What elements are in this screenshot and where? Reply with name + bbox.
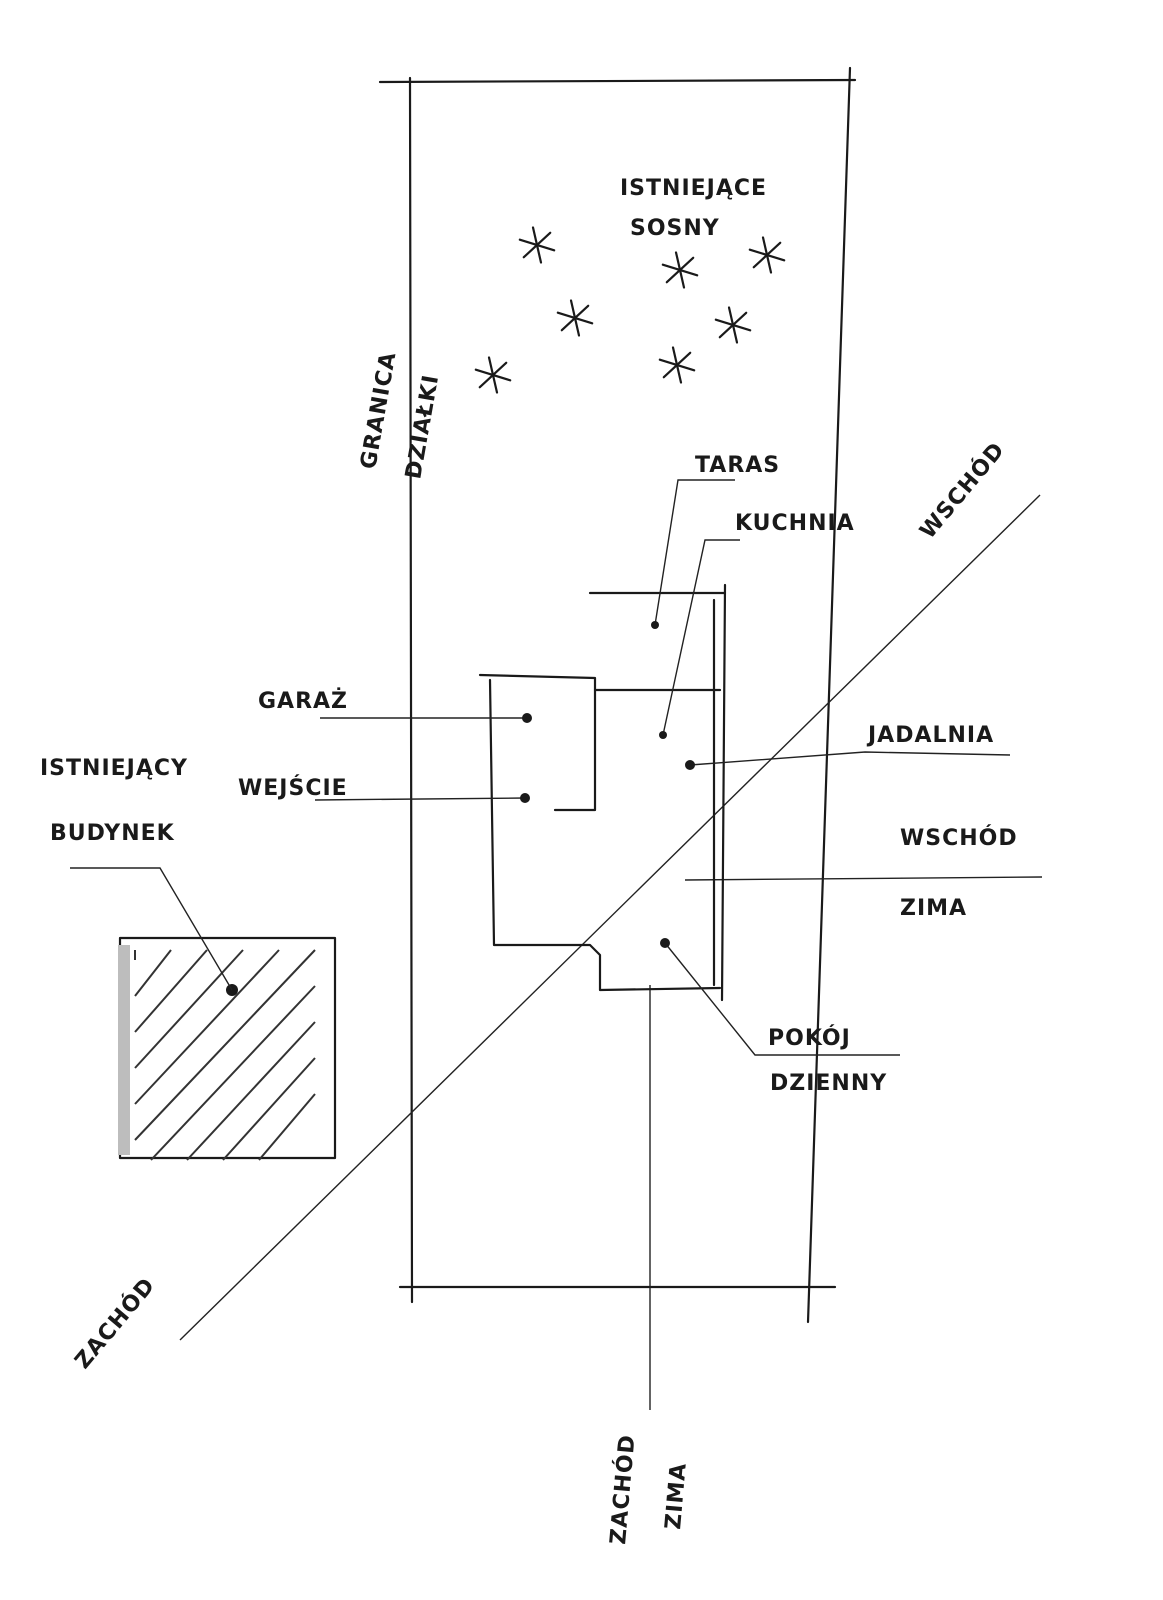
- sun-path-line: [179, 494, 1041, 1341]
- label-dining: JADALNIA: [866, 723, 994, 748]
- label-living-room-2: DZIENNY: [770, 1071, 887, 1096]
- hatch-stroke: [134, 949, 280, 1105]
- label-west-winter-1: ZACHÓD: [605, 1433, 641, 1545]
- pine-tree-icon: [661, 251, 699, 289]
- label-existing-pines-2: SOSNY: [630, 216, 720, 241]
- label-plot-boundary-1: GRANICA: [356, 350, 401, 471]
- leader-lines: [70, 479, 1011, 1056]
- pine-tree-icon: [474, 356, 512, 394]
- hatch-stroke: [258, 1093, 316, 1161]
- label-west-winter-2: ZIMA: [661, 1462, 692, 1531]
- house-outline: [478, 583, 727, 1002]
- label-existing-building-2: BUDYNEK: [50, 821, 175, 846]
- label-kitchen: KUCHNIA: [735, 511, 855, 536]
- label-east-winter-1: WSCHÓD: [900, 825, 1018, 851]
- label-existing-building-1: ISTNIEJĄCY: [40, 756, 188, 781]
- hatch-stroke: [186, 1021, 316, 1161]
- pine-tree-icon: [518, 226, 556, 264]
- label-west: ZACHÓD: [70, 1272, 161, 1373]
- hatch-stroke: [134, 949, 244, 1069]
- label-garage: GARAŻ: [258, 688, 348, 714]
- pine-tree-icon: [714, 306, 752, 344]
- label-terrace: TARAS: [695, 453, 780, 478]
- label-east-winter-2: ZIMA: [900, 896, 967, 921]
- hatch-stroke: [222, 1057, 316, 1161]
- label-existing-pines-1: ISTNIEJĄCE: [620, 176, 767, 201]
- hatch-stroke: [150, 985, 316, 1161]
- pine-tree-icon: [748, 236, 786, 274]
- hatch-stroke: [134, 949, 316, 1141]
- label-entrance: WEJŚCIE: [238, 775, 348, 801]
- hatch-stroke: [134, 949, 172, 997]
- plot-boundary: [378, 66, 857, 1324]
- existing-pines: [474, 226, 786, 394]
- existing-building: [118, 936, 337, 1161]
- winter-east-line: [684, 876, 1043, 881]
- pine-tree-icon: [556, 299, 594, 337]
- label-plot-boundary-2: DZIAŁKI: [401, 373, 444, 482]
- label-living-room-1: POKÓJ: [768, 1025, 851, 1051]
- label-east: WSCHÓD: [915, 437, 1011, 544]
- hatch-stroke: [134, 949, 208, 1033]
- pine-tree-icon: [658, 346, 696, 384]
